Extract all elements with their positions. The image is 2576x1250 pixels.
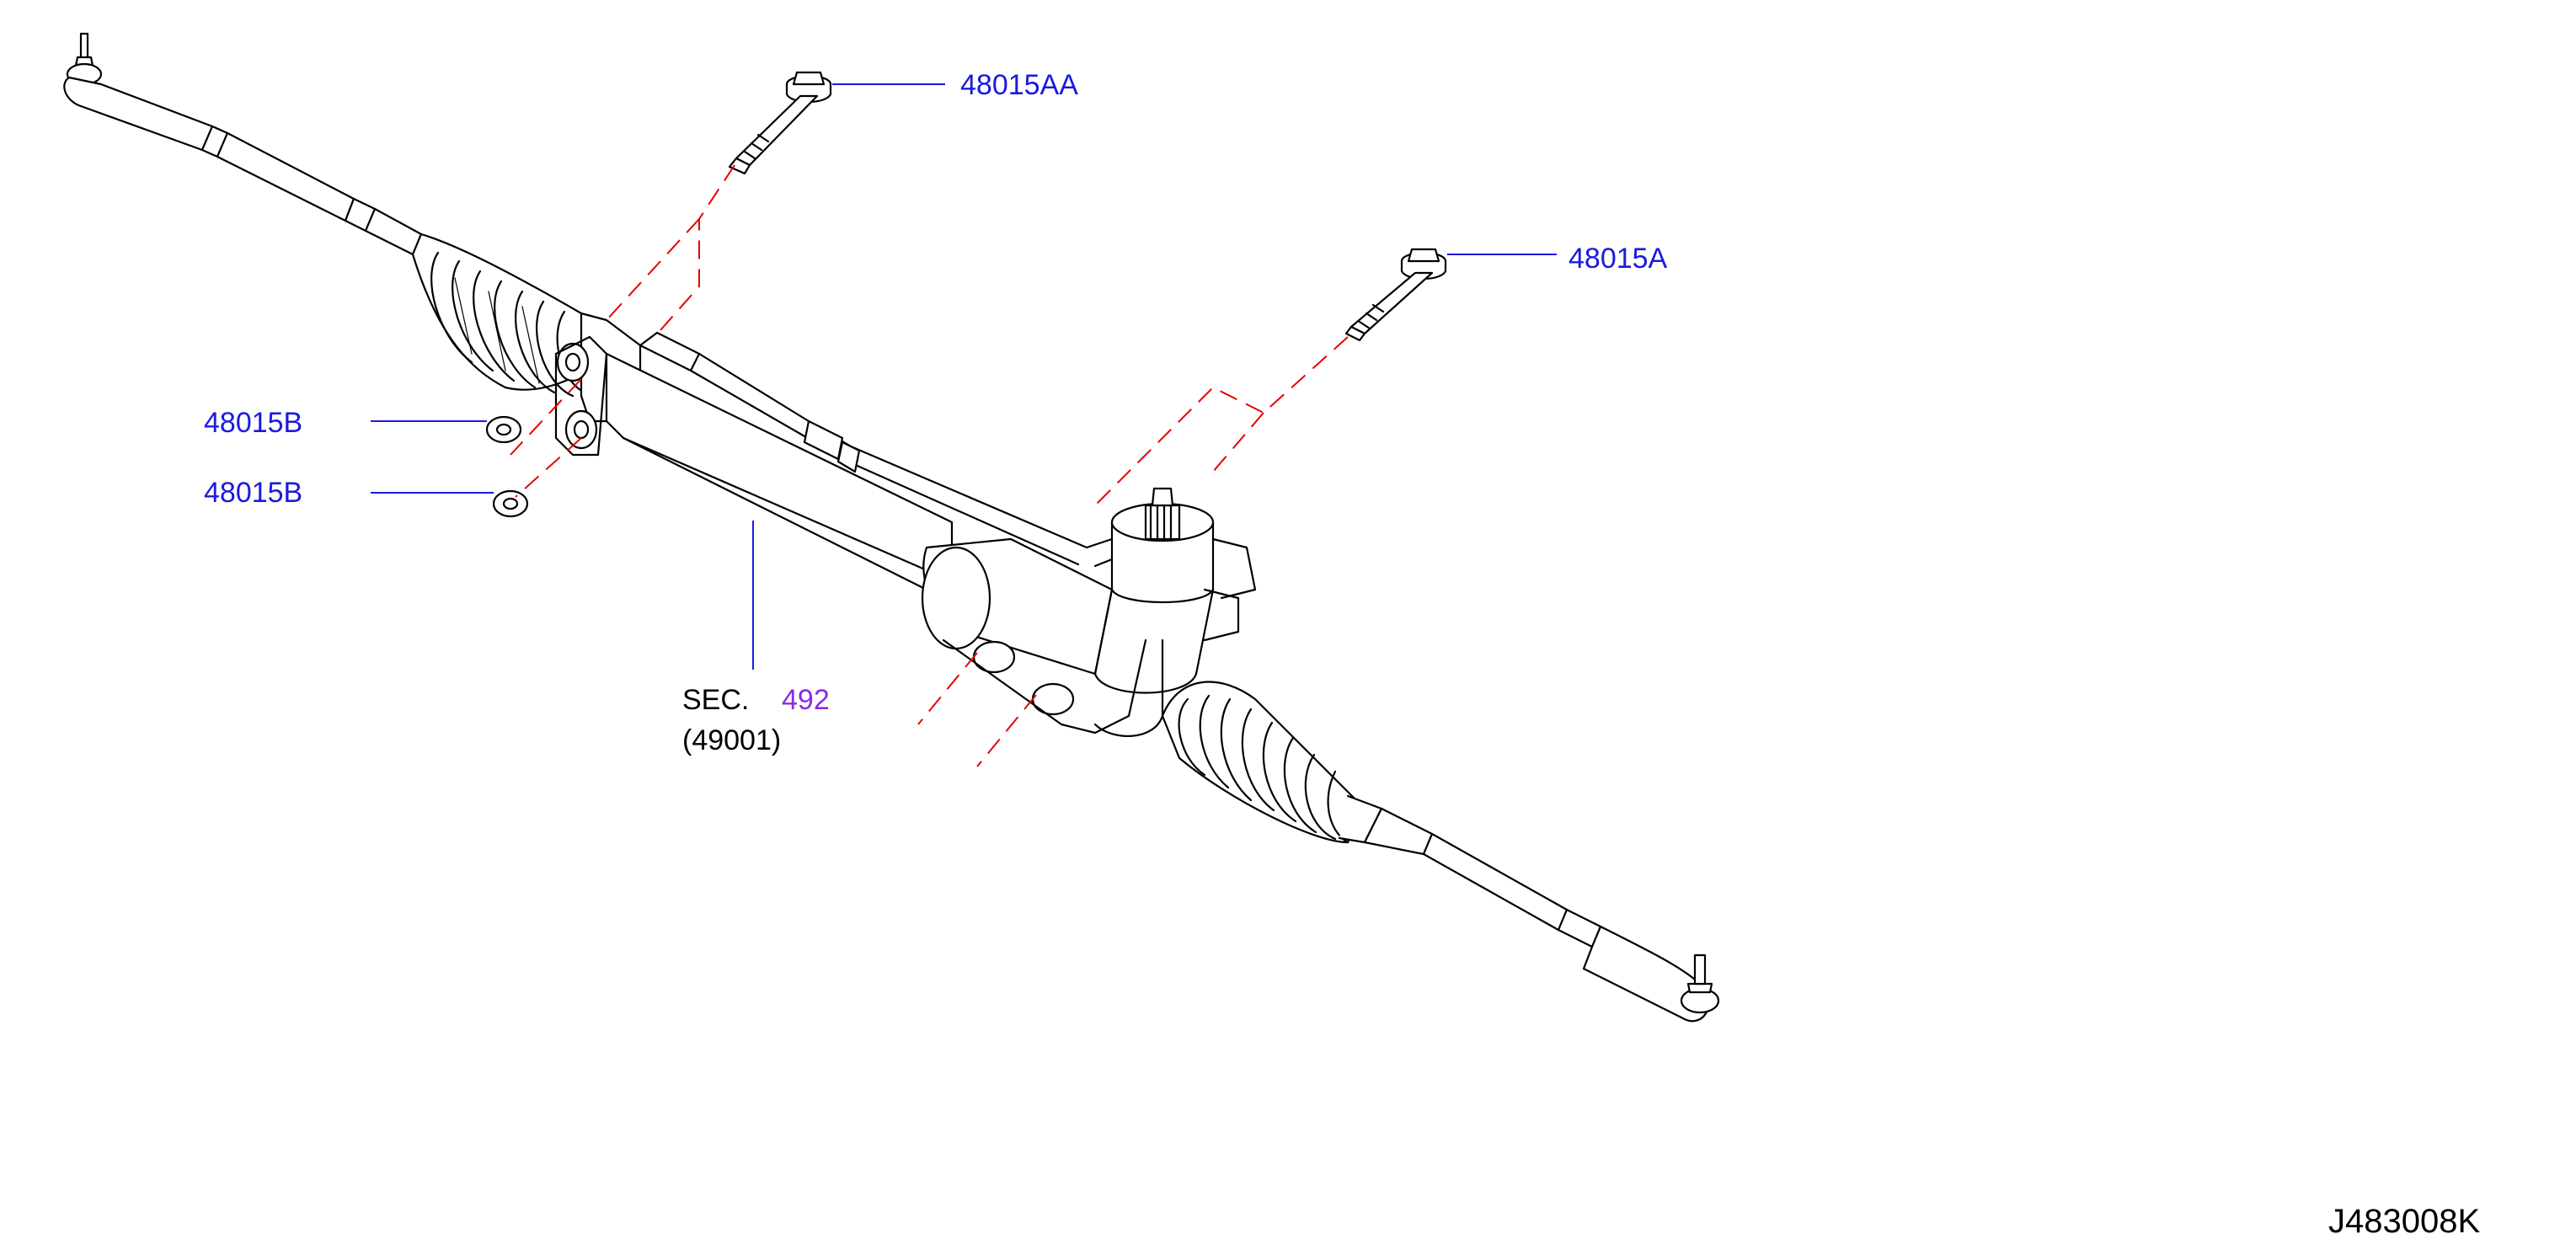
callout-48015aa[interactable]: 48015AA bbox=[960, 69, 1078, 101]
hydraulic-pipes bbox=[639, 331, 1122, 568]
right-bellows-boot bbox=[1161, 681, 1383, 844]
bolt-48015aa bbox=[728, 71, 832, 175]
left-bellows-boot bbox=[411, 232, 608, 398]
section-number-link[interactable]: 492 bbox=[782, 684, 830, 716]
bolt-48015a bbox=[1344, 248, 1447, 342]
section-subref: (49001) bbox=[682, 724, 782, 756]
callout-48015b-upper[interactable]: 48015B bbox=[204, 407, 303, 439]
callout-48015a[interactable]: 48015A bbox=[1569, 243, 1668, 275]
right-tie-rod-end bbox=[1363, 807, 1720, 1023]
washer-48015b-2 bbox=[492, 489, 529, 518]
gear-housing bbox=[921, 487, 1257, 738]
callout-lines bbox=[371, 83, 1557, 670]
diagram-code: J483008K bbox=[2328, 1203, 2481, 1240]
phantom-lines bbox=[510, 164, 1349, 767]
section-prefix: SEC. bbox=[682, 684, 750, 716]
washer-48015b-1 bbox=[485, 415, 522, 444]
rack-housing bbox=[554, 312, 954, 591]
left-tie-rod-end bbox=[63, 32, 423, 256]
callout-48015b-lower[interactable]: 48015B bbox=[204, 477, 303, 509]
